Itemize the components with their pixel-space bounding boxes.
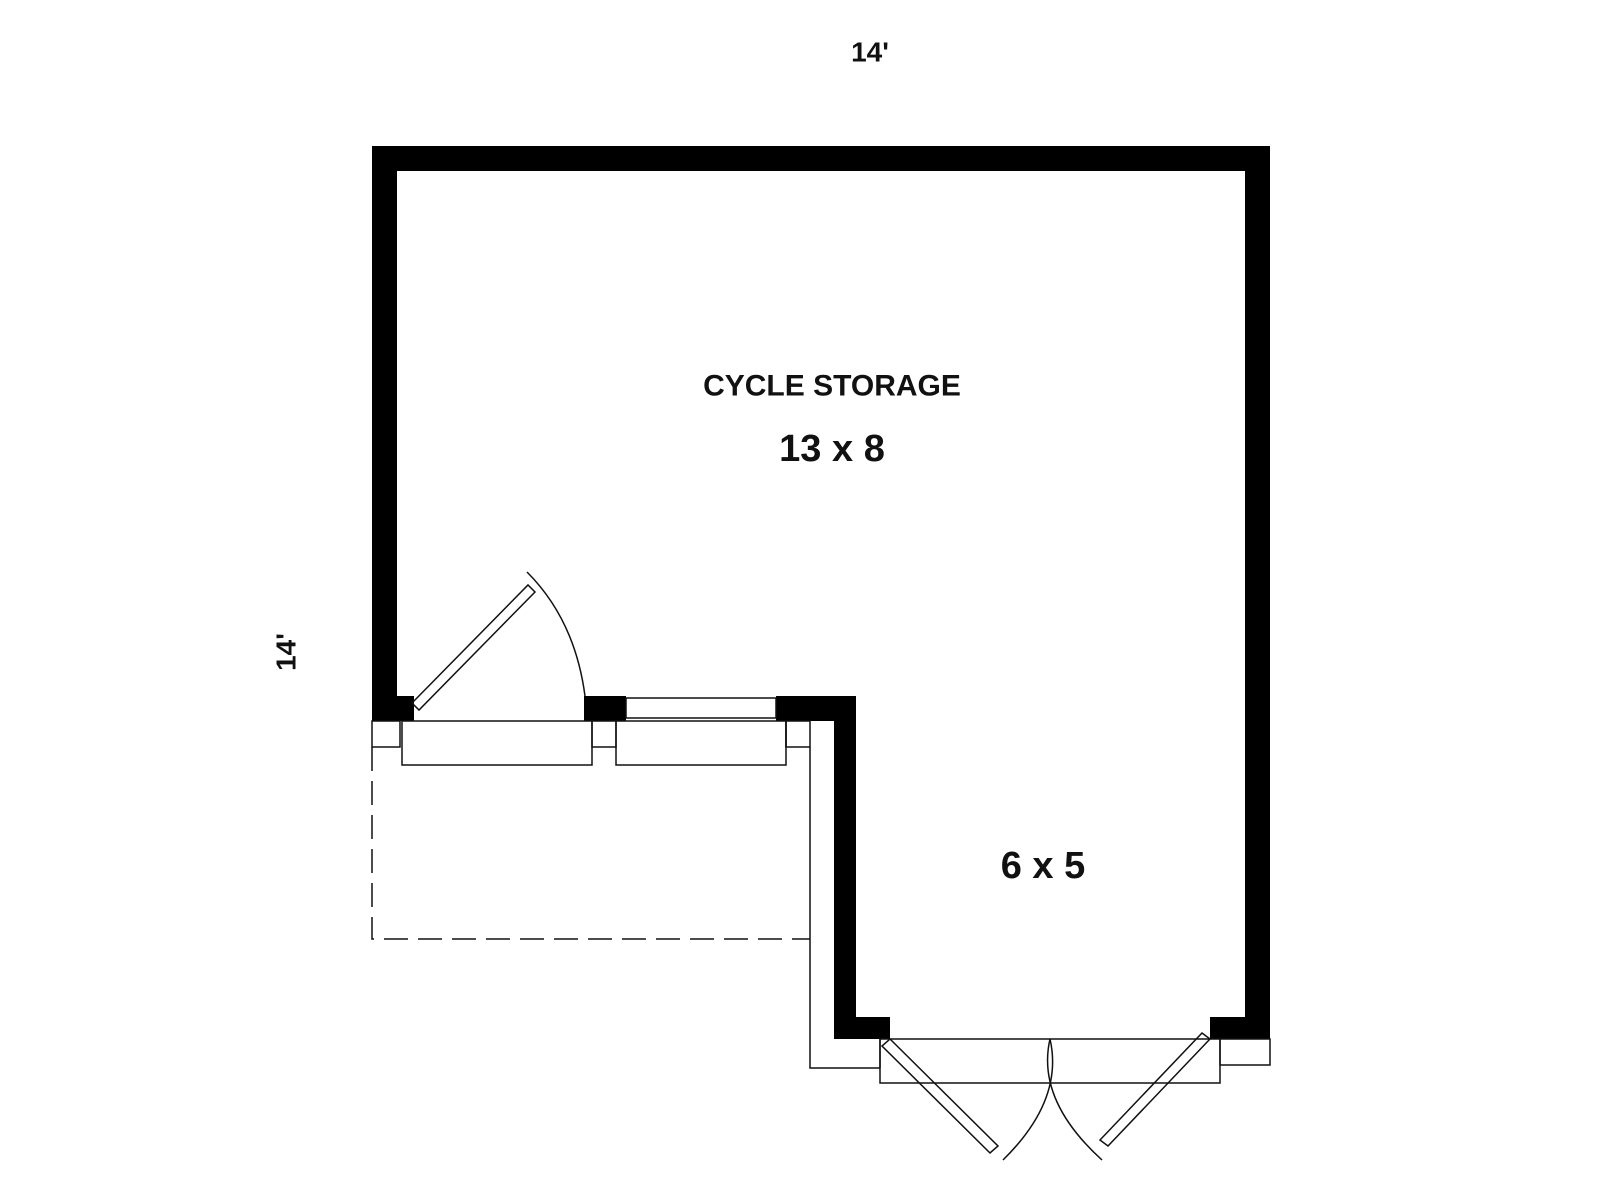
room-name-cycle-storage: CYCLE STORAGE [703, 370, 961, 403]
door-swing-arc-right [1046, 1038, 1103, 1161]
window-frame [625, 697, 777, 719]
door-swing-arc-left [1002, 1038, 1054, 1161]
trim-inner-vertical [809, 747, 880, 1069]
wall-left [372, 146, 397, 696]
wall-right [1245, 146, 1270, 1039]
wall-post-bottom-left [834, 1017, 890, 1039]
door-swing-arc [526, 571, 586, 697]
trim-mid-block [591, 720, 617, 748]
step-under-door [401, 720, 593, 766]
trim-lines [371, 720, 1271, 1084]
room-size-alcove: 6 x 5 [1001, 845, 1086, 887]
depth-dimension-label: 14' [271, 633, 302, 671]
wall-inner-vertical [834, 696, 856, 1039]
wall-post-left [372, 696, 414, 721]
trim-right-block [785, 720, 811, 748]
door-leaf-left [880, 1037, 1000, 1155]
wall-post-bottom-right [1210, 1017, 1270, 1039]
trim-right-bottom-block [1219, 1038, 1271, 1066]
porch-outline [371, 747, 810, 940]
trim-left-block [371, 720, 401, 748]
exterior-walls [372, 146, 1270, 1039]
wall-top [372, 146, 1270, 171]
width-dimension-label: 14' [851, 37, 889, 68]
wall-post-mid [584, 696, 626, 721]
step-under-double-door [879, 1038, 1221, 1084]
door-leaf-right [1098, 1032, 1212, 1147]
double-door [880, 1032, 1212, 1161]
door-leaf [410, 583, 537, 712]
room-size-cycle-storage: 13 x 8 [779, 428, 885, 470]
swing-door [410, 571, 586, 712]
step-under-window [615, 720, 787, 766]
